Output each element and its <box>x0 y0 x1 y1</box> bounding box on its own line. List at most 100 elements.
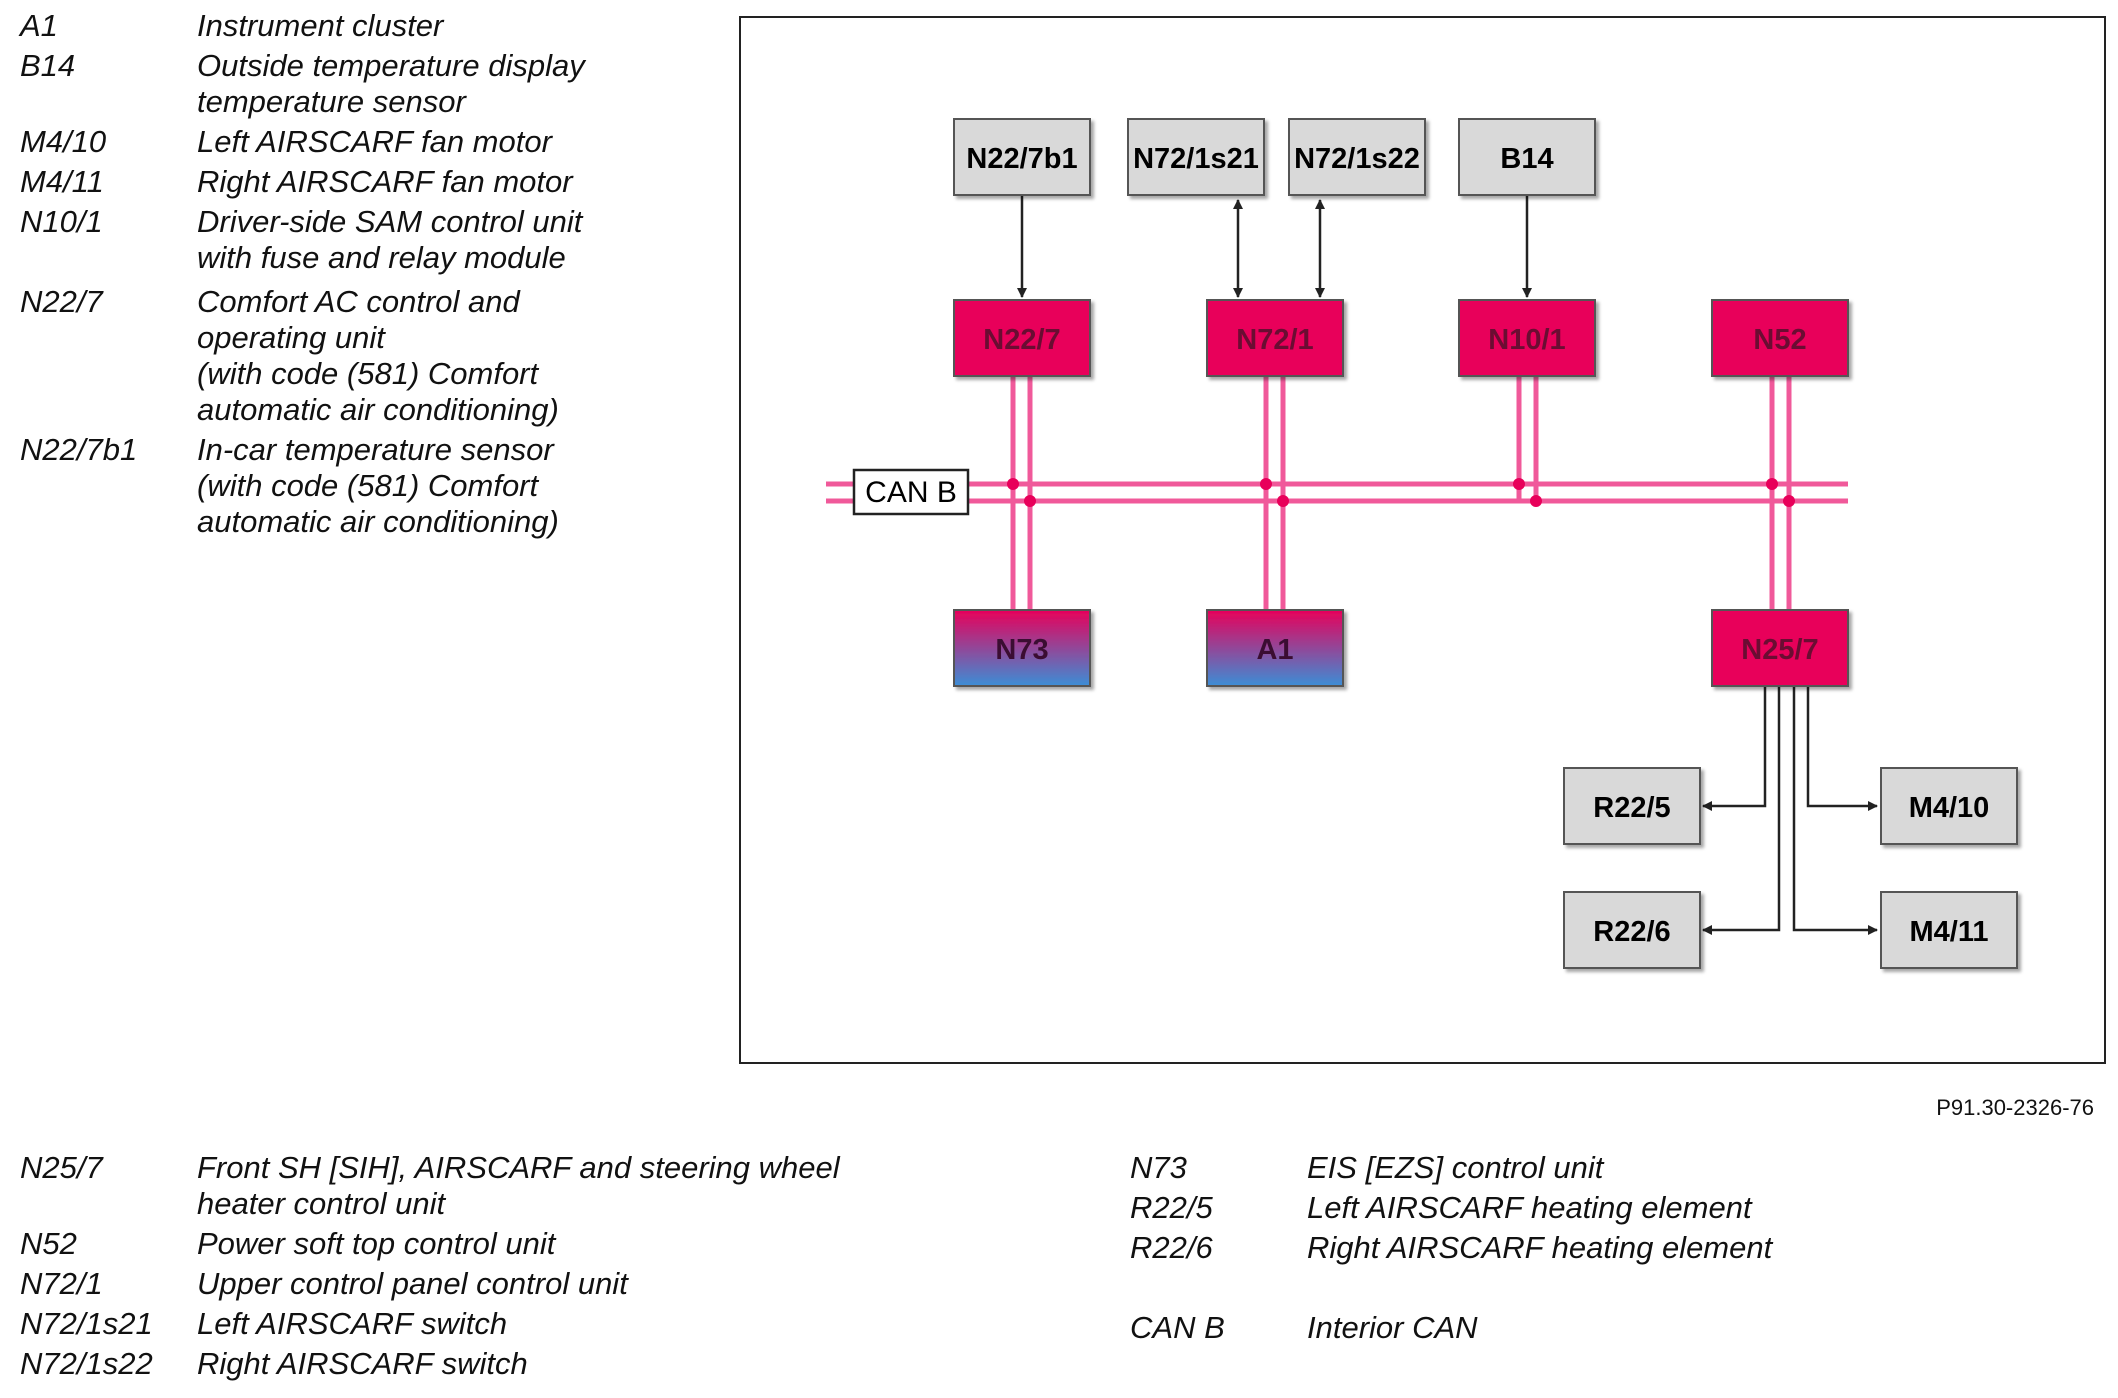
svg-text:N10/1: N10/1 <box>1488 324 1565 356</box>
legend-description-line: In-car temperature sensor <box>197 432 554 467</box>
legend-code: M4/11 <box>20 164 104 199</box>
signal-arrows-n25-7 <box>1702 686 1878 935</box>
legend-code: N52 <box>20 1226 77 1261</box>
legend-description: Left AIRSCARF heating element <box>1307 1190 1752 1226</box>
legend-description: Power soft top control unit <box>197 1226 555 1262</box>
legend-description-line: Right AIRSCARF fan motor <box>197 164 573 199</box>
arrow-n25-7-to-r22-5 <box>1702 686 1767 811</box>
legend-description-line: Driver-side SAM control unit <box>197 204 583 239</box>
node-m4-10: M4/10 <box>1880 767 2018 845</box>
svg-text:M4/11: M4/11 <box>1910 916 1989 948</box>
node-r22-6: R22/6 <box>1563 891 1701 969</box>
can-b-bus <box>826 481 1848 504</box>
legend-description: Right AIRSCARF heating element <box>1307 1230 1772 1266</box>
legend-code: N22/7 <box>20 284 103 319</box>
legend-description-line: Right AIRSCARF switch <box>197 1346 528 1381</box>
svg-text:N72/1s21: N72/1s21 <box>1133 143 1259 175</box>
legend-description: Right AIRSCARF fan motor <box>197 164 573 200</box>
legend-description: Upper control panel control unit <box>197 1266 628 1302</box>
legend-description-line: Right AIRSCARF heating element <box>1307 1230 1773 1265</box>
legend-description: EIS [EZS] control unit <box>1307 1150 1603 1186</box>
legend-code: R22/6 <box>1130 1230 1213 1265</box>
legend-code: N25/7 <box>20 1150 103 1185</box>
legend-code: CAN B <box>1130 1310 1225 1345</box>
bus-junction-dots <box>1007 478 1795 507</box>
svg-text:A1: A1 <box>1256 634 1293 666</box>
svg-text:R22/6: R22/6 <box>1593 916 1670 948</box>
arrow-n25-7-to-r22-6 <box>1702 686 1781 935</box>
legend-description-line: automatic air conditioning) <box>197 392 559 427</box>
legend-description-line: Upper control panel control unit <box>197 1266 628 1301</box>
can-b-label-box: CAN B <box>852 468 970 516</box>
legend-description-line: operating unit <box>197 320 385 355</box>
svg-text:R22/5: R22/5 <box>1593 792 1670 824</box>
legend-code: B14 <box>20 48 76 83</box>
svg-text:N22/7: N22/7 <box>983 324 1060 356</box>
legend-code: M4/10 <box>20 124 107 159</box>
svg-text:N72/1s22: N72/1s22 <box>1294 143 1420 175</box>
node-n73: N73 <box>953 609 1091 687</box>
signal-arrows-top <box>1017 195 1532 298</box>
node-n52: N52 <box>1711 299 1849 377</box>
node-n72-1s22: N72/1s22 <box>1288 118 1426 196</box>
legend-description-line: automatic air conditioning) <box>197 504 559 539</box>
legend-description: Interior CAN <box>1307 1310 1478 1346</box>
node-n72-1: N72/1 <box>1206 299 1344 377</box>
svg-text:N73: N73 <box>995 634 1048 666</box>
legend-description-line: heater control unit <box>197 1186 446 1221</box>
arrow-n25-7-to-m4-11 <box>1792 686 1878 935</box>
svg-text:N52: N52 <box>1753 324 1806 356</box>
legend-description-line: Instrument cluster <box>197 8 444 43</box>
node-n10-1: N10/1 <box>1458 299 1596 377</box>
svg-text:M4/10: M4/10 <box>1909 792 1990 824</box>
legend-description-line: Interior CAN <box>1307 1310 1478 1345</box>
figure-id: P91.30-2326-76 <box>1936 1095 2094 1120</box>
legend-description-line: (with code (581) Comfort <box>197 356 539 391</box>
node-n22-7b1: N22/7b1 <box>953 118 1091 196</box>
legend-description: Left AIRSCARF fan motor <box>197 124 552 160</box>
legend-description-line: with fuse and relay module <box>197 240 566 275</box>
svg-text:N72/1: N72/1 <box>1236 324 1313 356</box>
node-a1: A1 <box>1206 609 1344 687</box>
legend-code: N72/1s22 <box>20 1346 153 1381</box>
legend-description-line: Power soft top control unit <box>197 1226 556 1261</box>
can-b-network-diagram: CAN B N22/7b1 N72/1s21 N72/1s22 <box>826 118 2018 969</box>
legend-code: N72/1s21 <box>20 1306 153 1341</box>
legend-description-line: Front SH [SIH], AIRSCARF and steering wh… <box>197 1150 840 1185</box>
node-m4-11: M4/11 <box>1880 891 2018 969</box>
legend-description-line: Outside temperature display <box>197 48 585 83</box>
node-n25-7: N25/7 <box>1711 609 1849 687</box>
legend-description: Instrument cluster <box>197 8 443 44</box>
legend-bottom-left: N25/7 Front SH [SIH], AIRSCARF and steeri… <box>20 1150 1020 1390</box>
node-b14: B14 <box>1458 118 1596 196</box>
can-b-label: CAN B <box>865 476 957 509</box>
legend-description-line: Left AIRSCARF switch <box>197 1306 508 1341</box>
legend-code: N72/1 <box>20 1266 103 1301</box>
legend-description: Right AIRSCARF switch <box>197 1346 528 1382</box>
node-n72-1s21: N72/1s21 <box>1127 118 1265 196</box>
legend-code: N22/7b1 <box>20 432 138 467</box>
legend-code: N10/1 <box>20 204 103 239</box>
legend-description-line: Comfort AC control and <box>197 284 520 319</box>
node-n22-7: N22/7 <box>953 299 1091 377</box>
legend-description: In-car temperature sensor(with code (581… <box>197 432 559 540</box>
diagram-frame: CAN B N22/7b1 N72/1s21 N72/1s22 <box>739 16 2106 1064</box>
legend-description-line: Left AIRSCARF fan motor <box>197 124 552 159</box>
legend-code: R22/5 <box>1130 1190 1213 1225</box>
legend-description-line: (with code (581) Comfort <box>197 468 539 503</box>
legend-description-line: Left AIRSCARF heating element <box>1307 1190 1752 1225</box>
svg-text:N22/7b1: N22/7b1 <box>966 143 1077 175</box>
svg-text:B14: B14 <box>1500 143 1553 175</box>
node-r22-5: R22/5 <box>1563 767 1701 845</box>
legend-description: Front SH [SIH], AIRSCARF and steering wh… <box>197 1150 840 1222</box>
legend-description: Left AIRSCARF switch <box>197 1306 507 1342</box>
legend-code: A1 <box>20 8 58 43</box>
legend-description-line: temperature sensor <box>197 84 466 119</box>
legend-code: N73 <box>1130 1150 1187 1185</box>
legend-description-line: EIS [EZS] control unit <box>1307 1150 1604 1185</box>
